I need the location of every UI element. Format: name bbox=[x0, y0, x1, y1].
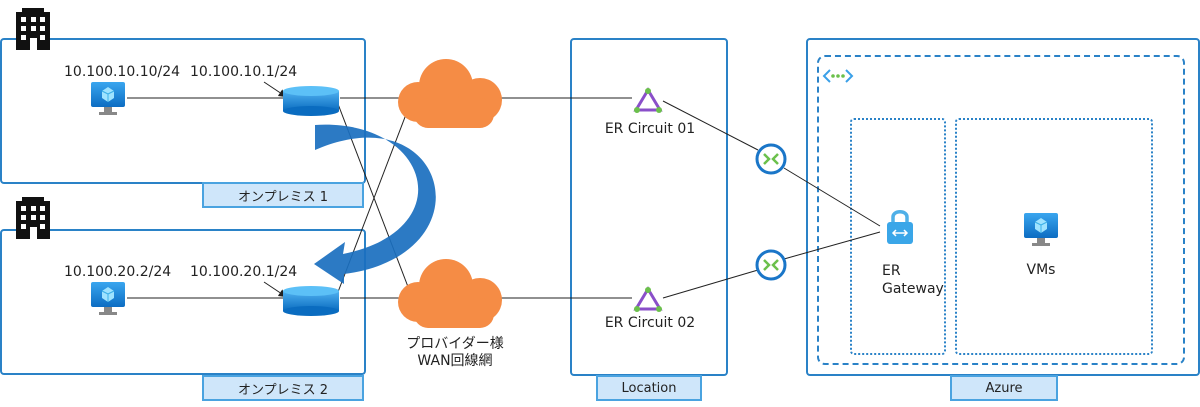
router-icon bbox=[283, 86, 339, 116]
onprem1-host-ip: 10.100.10.10/24 bbox=[64, 64, 181, 80]
provider-label-line1: プロバイダー様 bbox=[406, 336, 504, 352]
onprem2-tag: オンプレミス 2 bbox=[202, 375, 364, 401]
onprem2-router-ip: 10.100.20.1/24 bbox=[190, 264, 298, 280]
azure-tag: Azure bbox=[950, 375, 1058, 401]
azure-box bbox=[806, 38, 1200, 376]
gateway-subnet bbox=[850, 118, 946, 355]
er-circuit-01-label: ER Circuit 01 bbox=[604, 121, 696, 137]
gateway-lock-icon bbox=[887, 210, 913, 244]
onprem1-tag: オンプレミス 1 bbox=[202, 182, 364, 208]
gateway-label: ER Gateway bbox=[882, 262, 944, 298]
gateway-label-line2: Gateway bbox=[882, 281, 944, 297]
cloud-icon bbox=[398, 259, 502, 328]
provider-label-line2: WAN回線網 bbox=[417, 353, 493, 369]
vnet-boundary bbox=[817, 55, 1185, 365]
onprem2-host-ip: 10.100.20.2/24 bbox=[64, 264, 172, 280]
onprem1-router-ip: 10.100.10.1/24 bbox=[190, 64, 298, 80]
vm-subnet bbox=[955, 118, 1153, 355]
vm-monitor-icon bbox=[91, 82, 125, 115]
er-circuit-02-label: ER Circuit 02 bbox=[604, 315, 696, 331]
vms-label: VMs bbox=[1026, 262, 1056, 278]
router-icon bbox=[283, 286, 339, 316]
er-circuit-icon bbox=[633, 286, 663, 312]
failover-arrow-icon bbox=[314, 124, 436, 284]
location-tag: Location bbox=[596, 375, 702, 401]
building-icon bbox=[16, 197, 50, 239]
vnet-icon bbox=[822, 69, 854, 83]
er-circuit-icon bbox=[633, 87, 663, 113]
connection-icon bbox=[755, 143, 787, 175]
connection-icon bbox=[755, 249, 787, 281]
cloud-icon bbox=[398, 59, 502, 128]
gateway-label-line1: ER bbox=[882, 263, 901, 279]
building-icon bbox=[16, 8, 50, 50]
vm-monitor-icon bbox=[91, 282, 125, 315]
provider-label: プロバイダー様 WAN回線網 bbox=[392, 336, 518, 370]
vm-monitor-icon bbox=[1024, 213, 1058, 246]
connection-lines bbox=[127, 81, 881, 299]
